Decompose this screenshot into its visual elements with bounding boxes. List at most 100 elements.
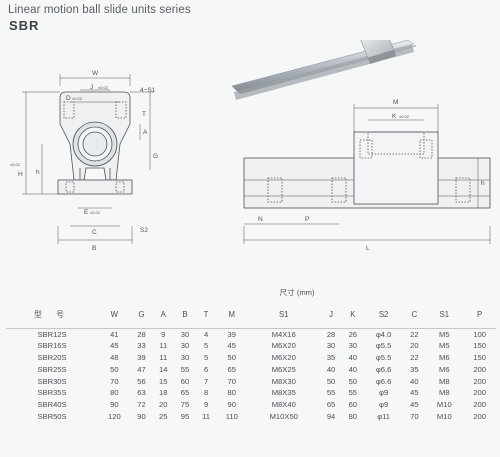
model-header: 型 号 [34,310,70,320]
value-cell: 50 [326,376,336,386]
value-cell: 6 [203,364,209,374]
value-cell: 65 [180,388,190,398]
col-header: T [203,310,209,320]
value-cell: 55 [326,388,336,398]
value-cell: 35 [410,364,419,374]
value-cell: 55 [180,364,190,374]
col-header: B [182,310,188,320]
value-cell: M6X20 [271,341,296,351]
value-cell: 150 [473,341,486,351]
dim-D: D [66,95,71,102]
value-cell: φ11 [377,412,390,422]
dim-A: A [143,129,148,136]
col-header: C [411,310,418,320]
col-header: M [228,310,236,320]
value-cell: 70 [410,412,419,422]
value-cell: 90 [137,412,146,422]
dim-H: H [18,171,23,178]
value-cell: 200 [473,412,486,422]
value-cell: 45 [227,341,236,351]
value-cell: M6 [439,353,450,363]
dim-H-tol: ±0.02 [10,162,21,167]
value-cell: 11 [159,341,168,351]
dim-L: L [366,245,370,252]
model-cell: SBR50S [37,412,67,422]
value-cell: 4 [203,329,209,339]
page-title: Linear motion ball slide units series [8,4,191,16]
technical-drawing: W J ±0.02 D ±0.02 4−S1 T A G H ±0.02 h E… [10,40,491,252]
value-cell: 14 [159,364,168,374]
value-cell: 65 [227,364,236,374]
dim-D-tol: ±0.02 [72,96,83,101]
value-cell: 39 [227,329,236,339]
col-header: G [138,310,145,320]
model-cell: SBR20S [37,353,67,363]
value-cell: 30 [180,341,190,351]
value-cell: 41 [110,329,119,339]
value-cell: 48 [110,353,119,363]
value-cell: 28 [137,329,146,339]
col-header: K [350,310,356,320]
dimensions-table-wrap: 尺寸 (mm) 型 号 W G A B T M S1 J K S2 C S1 P… [6,282,496,423]
value-cell: 50 [227,353,236,363]
value-cell: M10X50 [269,412,298,422]
value-cell: M8 [439,388,450,398]
dim-T: T [142,111,146,118]
model-cell: SBR35S [37,388,67,398]
value-cell: 45 [410,388,419,398]
value-cell: 60 [348,400,358,410]
value-cell: M4X16 [271,329,296,339]
value-cell: 8 [203,388,209,398]
dim-S1: 4−S1 [140,87,156,94]
value-cell: 20 [410,341,419,351]
dim-B: B [92,245,96,252]
value-cell: 20 [159,400,168,410]
model-cell: SBR40S [37,400,67,410]
value-cell: 18 [159,388,168,398]
dim-h: h [36,169,40,176]
col-header: S1 [439,310,450,320]
dimensions-table: 尺寸 (mm) 型 号 W G A B T M S1 J K S2 C S1 P… [6,282,496,423]
value-cell: 26 [348,329,358,339]
value-cell: 40 [348,364,358,374]
value-cell: 30 [326,341,336,351]
value-cell: M8X40 [271,400,296,410]
value-cell: 60 [180,376,190,386]
value-cell: M10 [436,412,452,422]
dim-S2: S2 [140,227,148,234]
dim-J: J [90,84,93,91]
dim-E-tol: ±0.02 [90,210,101,215]
dimension-group-header: 尺寸 (mm) [279,287,315,297]
value-cell: 200 [473,364,486,374]
value-cell: M8X35 [271,388,296,398]
value-cell: 30 [180,329,190,339]
dim-K: K [392,113,397,120]
value-cell: 28 [326,329,336,339]
value-cell: M5 [439,329,450,339]
value-cell: 100 [473,329,486,339]
value-cell: 33 [137,341,146,351]
value-cell: 200 [473,388,486,398]
col-header: S1 [278,310,289,320]
col-header: A [160,310,166,320]
value-cell: M8X30 [271,376,296,386]
value-cell: 72 [137,400,146,410]
value-cell: 200 [473,376,486,386]
value-cell: 40 [348,353,358,363]
value-cell: 95 [180,412,190,422]
value-cell: 110 [225,412,238,422]
col-header: W [110,310,119,320]
value-cell: 22 [410,329,419,339]
value-cell: 25 [159,412,168,422]
value-cell: 9 [161,329,166,339]
value-cell: φ9 [379,388,389,398]
value-cell: 5 [203,341,209,351]
value-cell: φ5.5 [375,353,392,363]
value-cell: 70 [227,376,236,386]
dim-M: M [393,99,398,106]
model-cell: SBR12S [37,329,67,339]
dim-W: W [92,70,99,77]
